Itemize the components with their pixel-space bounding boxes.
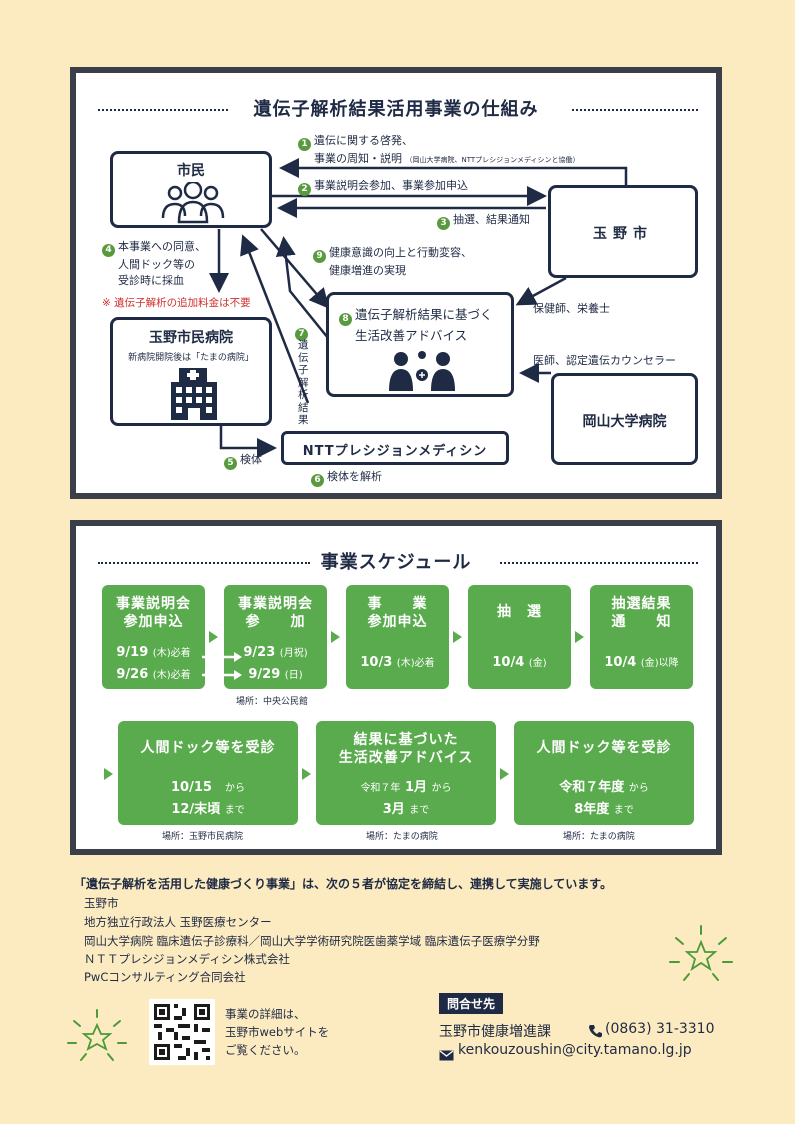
okayama-hospital-box: 岡山大学病院	[551, 373, 698, 465]
step-1-badge: 1	[298, 138, 311, 151]
mail-icon	[439, 1046, 454, 1065]
schedule-step-application: 事 業 参加申込 10/3 (木)必着	[346, 585, 449, 689]
venue-label: 場所：たまの病院	[366, 832, 438, 842]
contact-phone[interactable]: (0863) 31-3310	[605, 1021, 715, 1037]
sparkle-star-icon	[67, 1009, 127, 1061]
schedule-title: 事業スケジュール	[320, 552, 472, 573]
step-4-badge: 4	[102, 244, 115, 257]
step-7-badge: 7	[295, 328, 308, 341]
step-7-label: 7	[295, 323, 311, 341]
hospital-subname: 新病院開院後は「たまの病院」	[128, 353, 254, 363]
sparkle-star-icon	[669, 925, 733, 981]
venue-label: 場所：中央公民館	[236, 697, 309, 707]
phone-icon	[588, 1023, 602, 1042]
city-label: 玉野市	[593, 226, 653, 242]
arrow-right-icon	[500, 768, 509, 780]
title-divider-right	[572, 109, 698, 111]
step-7-text: 遺伝子解析結果	[298, 339, 309, 426]
schedule-step-checkup: 人間ドック等を受診 10/15 から 12/末頃 まで	[118, 721, 298, 825]
arrow-right-icon	[209, 631, 218, 643]
step-5-badge: 5	[224, 457, 237, 470]
schedule-step-attend-seminar: 事業説明会 参 加 9/23 (月祝) 9/29 (日)	[224, 585, 327, 689]
arrow-right-icon	[302, 768, 311, 780]
contact-heading: 問合せ先	[439, 993, 504, 1014]
schedule-step-lottery: 抽 選 10/4 (金)	[468, 585, 571, 689]
arrow-right-icon	[453, 631, 462, 643]
step-9-badge: 9	[313, 250, 326, 263]
city-box: 玉野市	[548, 185, 698, 278]
qr-code[interactable]	[149, 999, 215, 1065]
system-diagram-panel: 遺伝子解析結果活用事業の仕組み 市民	[70, 67, 722, 499]
step-8-badge: 8	[339, 313, 352, 326]
diagram-title: 遺伝子解析結果活用事業の仕組み	[253, 99, 539, 120]
ntt-box: NTTプレシジョンメディシン	[281, 431, 509, 465]
schedule-divider-right	[500, 562, 698, 564]
citizen-box: 市民	[110, 151, 272, 228]
hospital-name: 玉野市民病院	[149, 330, 233, 346]
tamano-hospital-box: 玉野市民病院 新病院開院後は「たまの病院」	[110, 317, 272, 426]
counseling-icon	[389, 351, 455, 391]
step-6-badge: 6	[311, 474, 324, 487]
doctor-counselor-label: 医師、認定遺伝カウンセラー	[533, 354, 676, 367]
org-item: ＮＴＴプレシジョンメディシン株式会社	[84, 952, 290, 966]
schedule-step-notification: 抽選結果 通 知 10/4 (金)以降	[590, 585, 693, 689]
website-notice: 事業の詳細は、玉野市webサイトをご覧ください。	[225, 1007, 330, 1057]
public-health-nurse-label: 保健師、栄養士	[533, 302, 610, 315]
step-2-badge: 2	[298, 183, 311, 196]
schedule-step-checkup-later: 人間ドック等を受診 令和７年度 から 8年度 まで	[514, 721, 694, 825]
arrow-right-icon	[104, 768, 113, 780]
people-icon	[161, 182, 225, 224]
org-item: 地方独立行政法人 玉野医療センター	[84, 915, 272, 929]
diagram-arrows	[209, 158, 628, 458]
arrow-right-icon	[575, 631, 584, 643]
contact-email[interactable]: kenkouzoushin@city.tamano.lg.jp	[458, 1042, 692, 1058]
title-divider-left	[98, 109, 228, 111]
contact-department: 玉野市健康増進課	[439, 1024, 551, 1040]
venue-label: 場所：たまの病院	[563, 832, 635, 842]
partnership-headline: 「遺伝子解析を活用した健康づくり事業」は、次の５者が協定を締結し、連携して実施し…	[74, 877, 613, 891]
org-item: PwCコンサルティング合同会社	[84, 970, 246, 984]
org-item: 岡山大学病院 臨床遺伝子診療科／岡山大学学術研究院医歯薬学域 臨床遺伝子医療学分…	[84, 934, 540, 948]
no-extra-fee-note: ※ 遺伝子解析の追加料金は不要	[102, 297, 251, 309]
okayama-label: 岡山大学病院	[582, 414, 667, 430]
schedule-step-apply-seminar: 事業説明会 参加申込 9/19 (木)必着 9/26 (木)必着	[102, 585, 205, 689]
venue-label: 場所：玉野市民病院	[162, 832, 244, 842]
schedule-step-advice: 結果に基づいた 生活改善アドバイス 令和７年 1月 から 3月 まで	[316, 721, 496, 825]
qr-code-icon	[154, 1004, 210, 1060]
citizen-label: 市民	[177, 163, 205, 179]
schedule-panel: 事業スケジュール 事業説明会 参加申込 9/19 (木)必着 9/26 (木)必…	[70, 520, 722, 855]
ntt-label: NTTプレシジョンメディシン	[302, 444, 488, 459]
arrow-right-icon	[331, 631, 340, 643]
date-link-arrows	[202, 652, 242, 680]
step-3-badge: 3	[437, 217, 450, 230]
schedule-divider-left	[98, 562, 310, 564]
hospital-building-icon	[171, 368, 217, 420]
org-item: 玉野市	[84, 896, 119, 910]
